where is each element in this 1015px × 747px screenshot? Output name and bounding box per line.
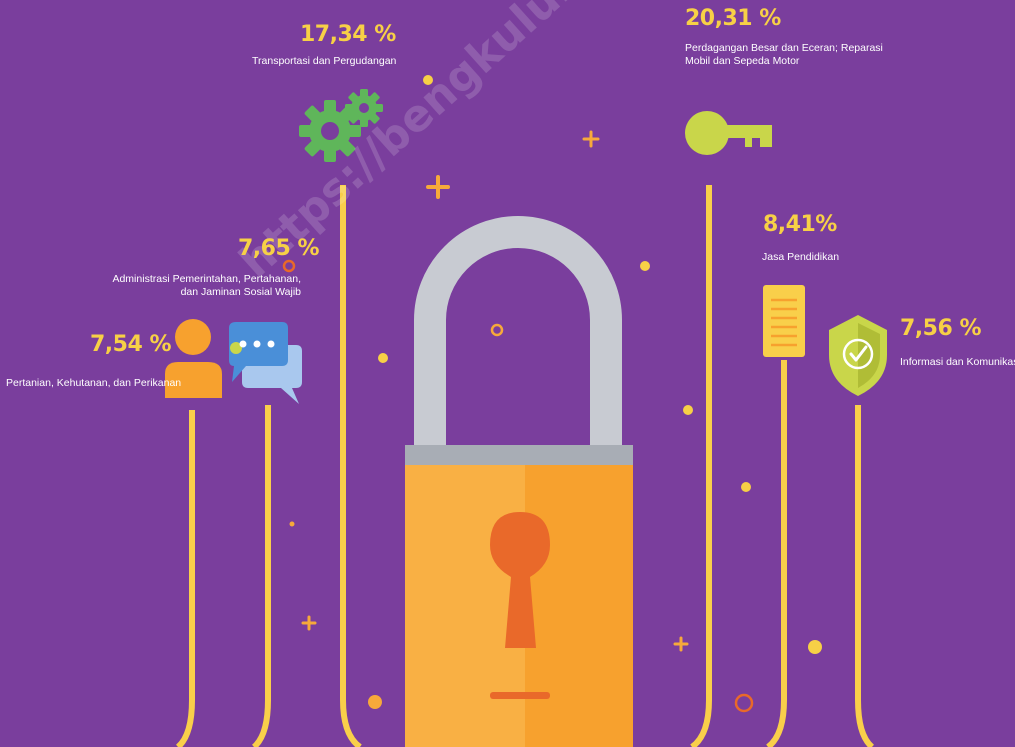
person-icon bbox=[165, 319, 222, 398]
shield-check-icon bbox=[829, 315, 887, 396]
keyhole-icon bbox=[490, 512, 550, 648]
percent-perdagangan: 20,31 % bbox=[685, 6, 781, 31]
key-icon bbox=[685, 111, 772, 155]
connector-lines bbox=[175, 185, 875, 747]
percent-administrasi: 7,65 % bbox=[238, 236, 319, 261]
decorative-plus-signs bbox=[301, 130, 689, 652]
label-perdagangan: Perdagangan Besar dan Eceran; Reparasi M… bbox=[685, 42, 883, 68]
label-informasi: Informasi dan Komunikasi bbox=[900, 356, 1015, 368]
chat-bubbles-icon bbox=[229, 322, 302, 404]
label-transportasi: Transportasi dan Pergudangan bbox=[252, 55, 397, 67]
label-perdagangan-line-1: Perdagangan Besar dan Eceran; Reparasi bbox=[685, 42, 883, 54]
label-pertanian: Pertanian, Kehutanan, dan Perikanan bbox=[6, 377, 182, 389]
label-administrasi: Administrasi Pemerintahan, Pertahanan, d… bbox=[112, 273, 301, 299]
label-administrasi-line-2: dan Jaminan Sosial Wajib bbox=[180, 286, 301, 298]
decorative-dots bbox=[282, 75, 822, 713]
percent-transportasi: 17,34 % bbox=[300, 22, 396, 47]
label-pendidikan: Jasa Pendidikan bbox=[762, 251, 840, 263]
label-perdagangan-line-2: Mobil dan Sepeda Motor bbox=[685, 55, 800, 67]
padlock-icon bbox=[405, 216, 633, 747]
percent-informasi: 7,56 % bbox=[900, 316, 981, 341]
percent-pendidikan: 8,41% bbox=[763, 212, 837, 237]
label-administrasi-line-1: Administrasi Pemerintahan, Pertahanan, bbox=[112, 273, 301, 285]
document-icon bbox=[763, 285, 805, 357]
gears-icon bbox=[299, 89, 383, 162]
percent-pertanian: 7,54 % bbox=[90, 332, 171, 357]
